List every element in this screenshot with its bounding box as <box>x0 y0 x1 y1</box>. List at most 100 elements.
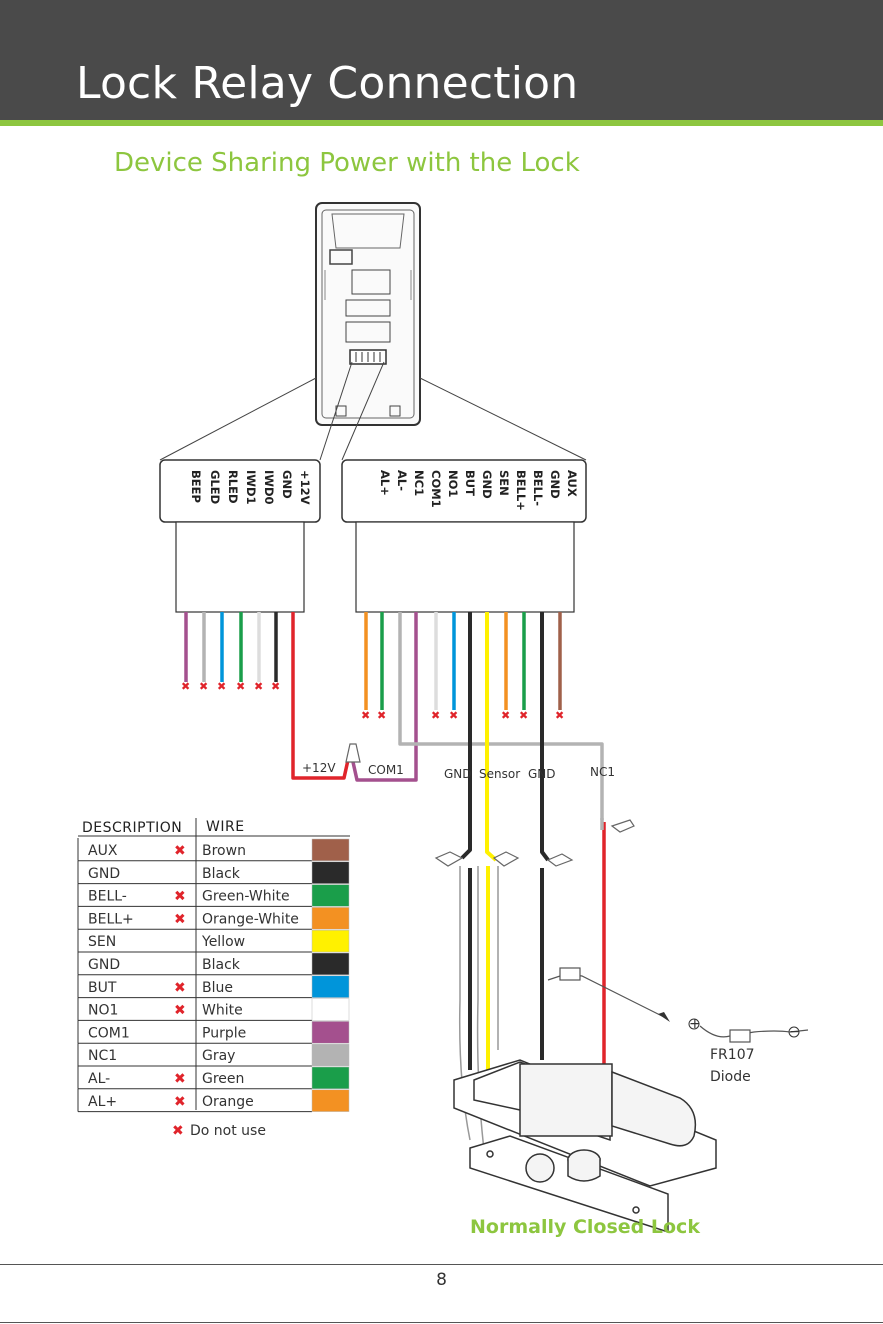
row-not-used-icon: ✖ <box>174 889 186 905</box>
right-pin-label: BELL+ <box>514 470 528 511</box>
right-connector-pins: AUXGNDBELL-BELL+SENGNDBUTNO1COM1NC1AL-AL… <box>378 470 579 511</box>
left-pin-label: GND <box>280 470 294 499</box>
row-color-swatch <box>311 1043 350 1067</box>
row-description: BELL- <box>88 889 127 905</box>
right-pin-label: BUT <box>463 470 477 496</box>
x-mark: ✖ <box>361 709 370 722</box>
splice-connector <box>345 743 361 763</box>
table-header-description: DESCRIPTION <box>82 820 182 836</box>
left-pin-label: GLED <box>208 470 222 504</box>
diode-type: Diode <box>710 1069 751 1085</box>
x-mark: ✖ <box>431 709 440 722</box>
left-pin-label: BEEP <box>189 470 203 503</box>
row-wire: Gray <box>202 1048 235 1064</box>
x-mark: ✖ <box>271 680 280 693</box>
x-mark: ✖ <box>519 709 528 722</box>
table-row: NO1✖White <box>77 997 350 1021</box>
table-row: BELL- ✖ Green-White <box>77 883 350 907</box>
zoom-lines <box>159 361 587 461</box>
diode: + − FR107 Diode <box>547 967 809 1085</box>
left-pin-label: IWD1 <box>244 470 258 505</box>
device-back-panel <box>315 202 421 426</box>
label-nc1: NC1 <box>590 765 615 779</box>
row-wire: White <box>202 1003 243 1019</box>
unused-wire-marks: ✖ ✖ ✖ ✖ ✖ ✖ ✖ ✖ ✖ ✖ ✖ ✖ ✖ <box>181 680 564 722</box>
diode-name: FR107 <box>710 1047 755 1063</box>
row-color-swatch <box>311 861 350 884</box>
row-description: GND <box>88 866 120 882</box>
right-pin-label: AL- <box>395 470 409 491</box>
page-header <box>0 0 883 120</box>
row-description: AUX <box>88 843 118 859</box>
page-title: Lock Relay Connection <box>76 58 579 109</box>
right-connector <box>341 459 587 613</box>
footer-rule-bottom <box>0 1322 883 1323</box>
row-color-swatch <box>311 907 350 930</box>
row-not-used-icon: ✖ <box>174 1094 186 1110</box>
label-com1: COM1 <box>368 763 404 777</box>
row-not-used-icon: ✖ <box>174 843 186 859</box>
row-wire: Black <box>202 866 241 882</box>
row-wire: Orange <box>202 1094 254 1110</box>
wire-labels: +12V COM1 GND Sensor GND NC1 <box>302 761 615 781</box>
row-color-swatch <box>311 1021 350 1044</box>
row-wire: Yellow <box>201 934 245 950</box>
row-wire: Orange-White <box>202 911 299 927</box>
row-color-swatch <box>311 884 350 907</box>
row-description: AL+ <box>88 1094 117 1110</box>
row-wire: Green-White <box>202 889 290 905</box>
table-header-wire: WIRE <box>206 819 245 835</box>
right-pin-label: NC1 <box>412 470 426 496</box>
lock-label: Normally Closed Lock <box>470 1216 700 1238</box>
row-not-used-icon: ✖ <box>174 1071 186 1087</box>
row-color-swatch <box>311 1089 350 1112</box>
x-mark: ✖ <box>199 680 208 693</box>
x-mark: ✖ <box>236 680 245 693</box>
row-description: NO1 <box>88 1003 118 1019</box>
row-color-swatch <box>311 1066 350 1090</box>
page-subtitle: Device Sharing Power with the Lock <box>114 148 580 178</box>
row-wire: Black <box>202 957 241 973</box>
table-row: AL+ ✖ Orange <box>77 1088 350 1113</box>
diode-plus: + <box>689 1016 701 1032</box>
label-plus12v: +12V <box>302 761 336 775</box>
x-mark: ✖ <box>555 709 564 722</box>
left-pin-label: IWD0 <box>262 470 276 505</box>
right-pin-label: AL+ <box>378 470 392 496</box>
used-wires <box>291 612 604 862</box>
left-pin-label: +12V <box>298 470 312 505</box>
left-connector <box>159 459 321 613</box>
row-description: BELL+ <box>88 911 134 927</box>
row-color-swatch <box>311 838 350 862</box>
right-pin-label: SEN <box>497 470 511 496</box>
left-pin-label: RLED <box>226 470 240 504</box>
row-wire: Brown <box>202 843 246 859</box>
x-mark: ✖ <box>377 709 386 722</box>
legend-text: Do not use <box>190 1123 266 1139</box>
table-row: BUT✖Blue <box>77 974 350 999</box>
row-description: COM1 <box>88 1025 130 1041</box>
row-not-used-icon: ✖ <box>174 911 186 927</box>
right-pin-label: GND <box>548 470 562 499</box>
right-pin-label: BELL- <box>531 470 545 506</box>
footer-rule-top <box>0 1264 883 1265</box>
row-color-swatch <box>311 929 350 953</box>
row-description: GND <box>88 957 120 973</box>
row-wire: Green <box>202 1071 244 1087</box>
table-row: AUX ✖ Brown <box>77 838 350 862</box>
x-mark: ✖ <box>449 709 458 722</box>
table-row: COM1 Purple <box>77 1020 350 1044</box>
diode-minus: − <box>789 1024 801 1040</box>
left-connector-pins: +12V GND IWD0 IWD1 RLED GLED BEEP <box>189 470 312 505</box>
row-wire: Purple <box>202 1025 246 1041</box>
table-row: AL-✖Green <box>77 1066 350 1090</box>
x-mark: ✖ <box>181 680 190 693</box>
legend-x-icon: ✖ <box>172 1123 184 1139</box>
row-color-swatch <box>311 952 350 976</box>
row-color-swatch <box>311 975 350 998</box>
right-pin-label: AUX <box>565 470 579 497</box>
lock-wires <box>434 818 635 1151</box>
